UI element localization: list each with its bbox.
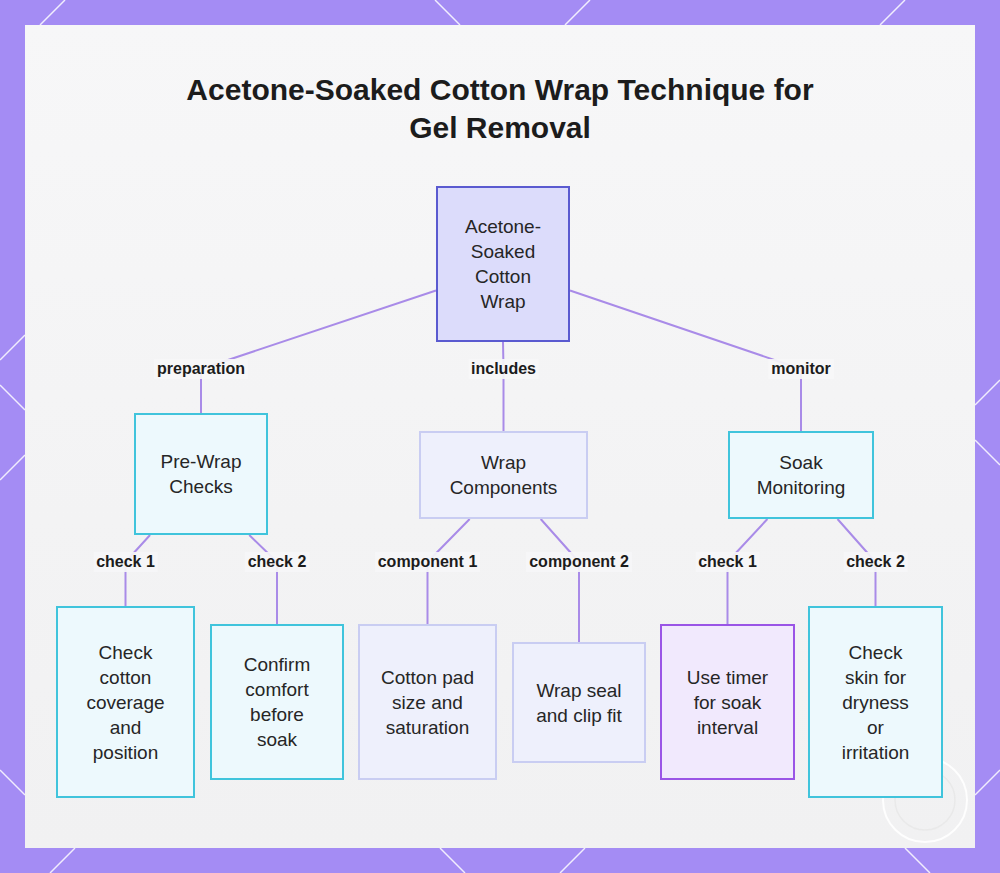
connector [502, 342, 505, 431]
node-box: Wrap seal and clip fit [512, 642, 646, 763]
node-text: Wrap seal and clip fit [532, 678, 626, 728]
node-box: Acetone-Soaked Cotton Wrap [436, 186, 570, 342]
edge-label: preparation [154, 359, 248, 379]
node-box: Wrap Components [419, 431, 588, 519]
node-box: Soak Monitoring [728, 431, 874, 519]
edge-label: includes [468, 359, 539, 379]
edge-label: check 1 [93, 552, 158, 572]
connector [249, 535, 277, 624]
node-box: Confirm comfort before soak [210, 624, 344, 780]
node-text: Pre-Wrap Checks [146, 449, 256, 499]
node-text: Use timer for soak interval [678, 665, 778, 740]
node-box: Check cotton coverage and position [56, 606, 195, 798]
node-text: Check cotton coverage and position [80, 640, 172, 765]
connector [201, 291, 436, 413]
node-box: Cotton pad size and saturation [358, 624, 497, 780]
edge-label: component 2 [526, 552, 632, 572]
edge-label: component 1 [375, 552, 481, 572]
node-box: Pre-Wrap Checks [134, 413, 268, 535]
node-text: Confirm comfort before soak [232, 652, 322, 752]
node-box: Use timer for soak interval [660, 624, 795, 780]
edge-label: monitor [768, 359, 834, 379]
title-text: Acetone-Soaked Cotton Wrap Technique for… [170, 71, 830, 147]
node-box: Check skin for dryness or irritation [808, 606, 943, 798]
connector [541, 519, 579, 642]
node-text: Cotton pad size and saturation [380, 665, 476, 740]
edge-label: check 2 [245, 552, 310, 572]
node-text: Check skin for dryness or irritation [834, 640, 918, 765]
node-text: Acetone-Soaked Cotton Wrap [451, 214, 555, 314]
node-text: Soak Monitoring [745, 450, 857, 500]
title: Acetone-Soaked Cotton Wrap Technique for… [170, 71, 830, 147]
edge-label: check 1 [695, 552, 760, 572]
edge-label: check 2 [843, 552, 908, 572]
connector [570, 291, 801, 431]
node-text: Wrap Components [448, 450, 560, 500]
